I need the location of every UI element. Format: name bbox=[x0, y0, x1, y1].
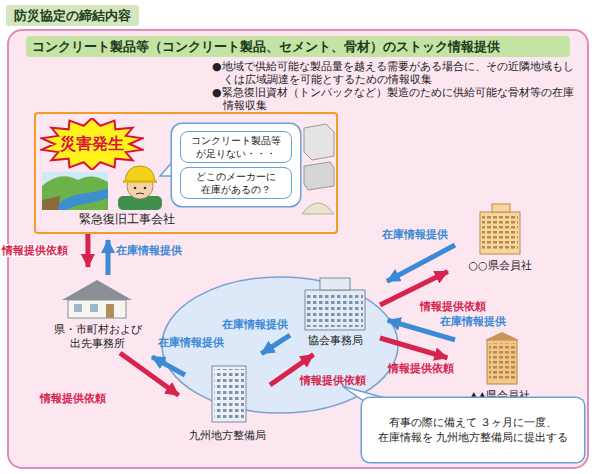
star-shape bbox=[41, 118, 142, 170]
member-building-a bbox=[482, 215, 518, 251]
river-scene bbox=[42, 172, 108, 210]
member-company: ▲▲県会員社 bbox=[455, 330, 545, 405]
concrete-products bbox=[304, 124, 334, 160]
speech-bubble: コンクリート製品等 が足りない・・・どこのメーカーに 在庫があるの？ bbox=[172, 124, 300, 206]
member-building-a bbox=[480, 204, 520, 254]
diagram-title: 防災協定の締結内容 bbox=[6, 5, 139, 26]
association-building bbox=[320, 278, 350, 290]
node-label: コンクリート製品等 が足りない・・・ bbox=[180, 131, 292, 163]
edge-label: 情報提供依頼 bbox=[2, 244, 68, 257]
panel-ground bbox=[8, 30, 588, 468]
prefecture-office: 県・市町村および 出先事務所 bbox=[40, 275, 155, 353]
edge-label: 情報提供依頼 bbox=[40, 392, 106, 405]
bureau-building bbox=[214, 369, 244, 419]
worker-figure bbox=[134, 187, 137, 190]
member-building-b bbox=[489, 343, 515, 381]
edge-label: 情報提供依頼 bbox=[300, 374, 366, 387]
emergency-box: 緊急復旧工事会社 災害発生 コンクリート製品等 が足りない・・・どこのメーカーに 在… bbox=[36, 114, 336, 232]
prefecture-house bbox=[62, 280, 132, 300]
association-building bbox=[305, 290, 365, 330]
arrow-connector bbox=[105, 240, 110, 275]
edge-label: 在庫情報提供 bbox=[440, 315, 506, 328]
worker-figure bbox=[125, 166, 155, 182]
node-label: 緊急復旧工事会社 bbox=[62, 212, 192, 227]
prefecture-house bbox=[106, 304, 114, 318]
edge-label: 在庫情報提供 bbox=[382, 228, 448, 241]
edge-label: 在庫情報提供 bbox=[158, 336, 224, 349]
node-label: 有事の際に備えて ３ヶ月に一度、在庫情報を 九州地方整備局に提出する bbox=[373, 415, 573, 445]
association-office: 協会事務局 bbox=[290, 272, 380, 350]
worker-figure bbox=[144, 187, 147, 190]
arrow-connector bbox=[120, 353, 178, 395]
concrete-products bbox=[302, 203, 334, 214]
node-label: コンクリート製品等（コンクリート製品、セメント、骨材）のストック情報提供 bbox=[26, 36, 570, 57]
member-building-a bbox=[480, 212, 520, 254]
member-building-b bbox=[487, 340, 517, 384]
concrete-products bbox=[302, 124, 334, 214]
note-box: 有事の際に備えて ３ヶ月に一度、在庫情報を 九州地方整備局に提出する bbox=[362, 398, 584, 462]
prefecture-house bbox=[62, 280, 132, 318]
member-company: ○○県会員社 bbox=[455, 200, 545, 275]
prefecture-house bbox=[68, 300, 126, 318]
river-scene bbox=[42, 176, 108, 210]
member-building-a bbox=[492, 204, 510, 212]
node-body-text: どこのメーカーに 在庫があるの？ bbox=[180, 167, 292, 199]
node-label: 県・市町村および 出先事務所 bbox=[44, 323, 152, 351]
disaster-star: 災害発生 bbox=[40, 118, 144, 170]
worker-figure bbox=[118, 166, 162, 210]
arrow-connector bbox=[380, 338, 447, 358]
member-building-b bbox=[485, 332, 519, 340]
node-label: ○○県会員社 bbox=[468, 259, 531, 273]
regional-bureau: 九州地方整備局 bbox=[185, 358, 270, 445]
edge-label: 在庫情報提供 bbox=[116, 244, 182, 257]
river-scene bbox=[42, 196, 60, 210]
concrete-products bbox=[304, 162, 334, 190]
bureau-building bbox=[212, 366, 246, 422]
river-scene bbox=[42, 172, 108, 210]
worker-figure bbox=[136, 193, 144, 194]
arrow-connector bbox=[152, 357, 185, 375]
prefecture-house bbox=[74, 304, 82, 312]
node-body-text: ●緊急復旧資材（トンパックなど）製造のために供給可能な骨材等の在庫情報収集 bbox=[212, 86, 580, 112]
edge-label: 情報提供依頼 bbox=[420, 300, 486, 313]
edge-label: 情報提供依頼 bbox=[388, 362, 454, 375]
bureau-building bbox=[212, 366, 246, 422]
member-building-b bbox=[485, 332, 519, 384]
association-building bbox=[305, 278, 365, 330]
arrow-connector bbox=[85, 232, 90, 267]
prefecture-house bbox=[90, 304, 98, 312]
node-label: 災害発生 bbox=[60, 134, 124, 155]
association-building bbox=[307, 293, 363, 327]
edge-label: 在庫情報提供 bbox=[222, 318, 288, 331]
worker-figure bbox=[123, 180, 157, 183]
node-label: 協会事務局 bbox=[308, 334, 363, 348]
arrow-connector bbox=[380, 272, 448, 305]
node-label: 九州地方整備局 bbox=[189, 429, 266, 443]
node-body-text: ●地域で供給可能な製品量を越える需要がある場合に、その近隣地域もしくは広域調達を… bbox=[212, 60, 580, 86]
panel-ground bbox=[8, 30, 588, 468]
arrow-connector bbox=[261, 335, 290, 353]
